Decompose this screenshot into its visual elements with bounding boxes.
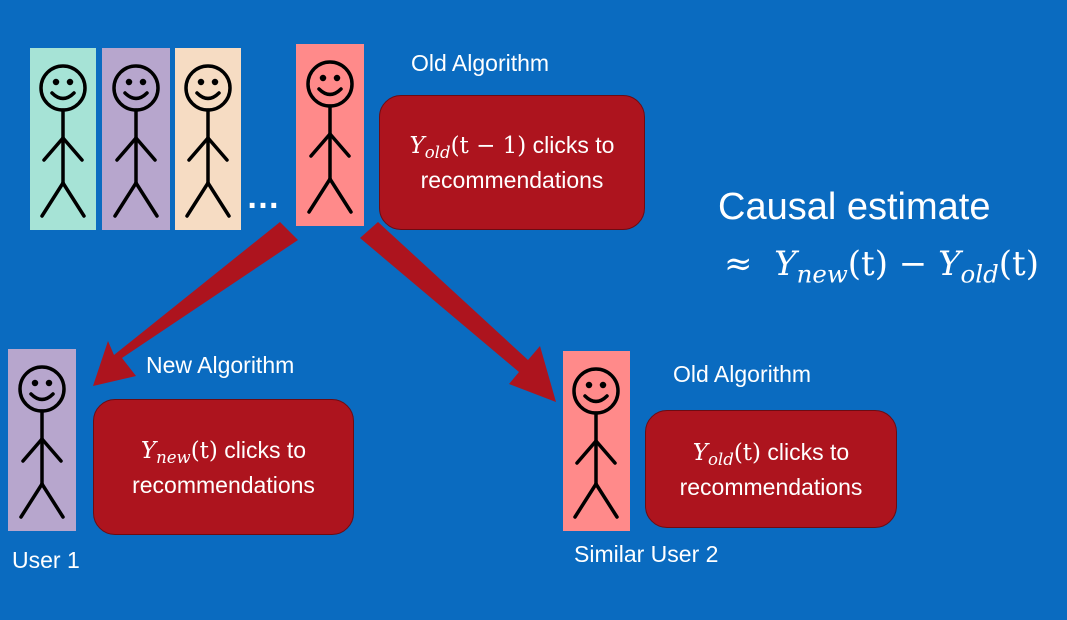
arrow-to-user2 xyxy=(360,222,556,402)
box-line-1: Yold(t − 1) clicks to xyxy=(409,132,615,162)
ellipsis: … xyxy=(246,178,281,216)
math-expression: Ynew(t) xyxy=(140,437,218,467)
user-figure-1 xyxy=(30,48,96,230)
math-expression: Yold(t − 1) xyxy=(409,133,527,162)
top-algorithm-label: Old Algorithm xyxy=(411,50,550,76)
old-clicks-box: Yold(t) clicks to recommendations xyxy=(645,410,897,528)
user1-label: User 1 xyxy=(12,547,80,573)
causal-estimate-formula: ≈ Ynew(t) − Yold(t) xyxy=(724,244,1039,289)
box-line-2: recommendations xyxy=(420,167,604,193)
math-expression: Yold(t) xyxy=(692,439,762,469)
causal-estimate-title: Causal estimate xyxy=(718,186,991,228)
box-line-2: recommendations xyxy=(132,471,315,498)
new-algorithm-label: New Algorithm xyxy=(146,352,295,378)
box-line-1: Ynew(t) clicks to xyxy=(140,436,307,467)
user2-label: Similar User 2 xyxy=(574,541,719,567)
new-clicks-box: Ynew(t) clicks to recommendations xyxy=(93,399,354,535)
user1-figure xyxy=(8,349,76,531)
old-algorithm-label-right: Old Algorithm xyxy=(673,361,812,387)
user-figure-3 xyxy=(175,48,241,230)
box-line-1: Yold(t) clicks to xyxy=(692,438,850,469)
arrow-to-user1 xyxy=(93,222,298,386)
user-figure-old-top xyxy=(296,44,364,226)
top-clicks-box: Yold(t − 1) clicks to recommendations xyxy=(379,95,645,230)
user-figure-2 xyxy=(102,48,170,230)
user2-figure xyxy=(563,351,630,531)
box-line-2: recommendations xyxy=(679,473,863,500)
